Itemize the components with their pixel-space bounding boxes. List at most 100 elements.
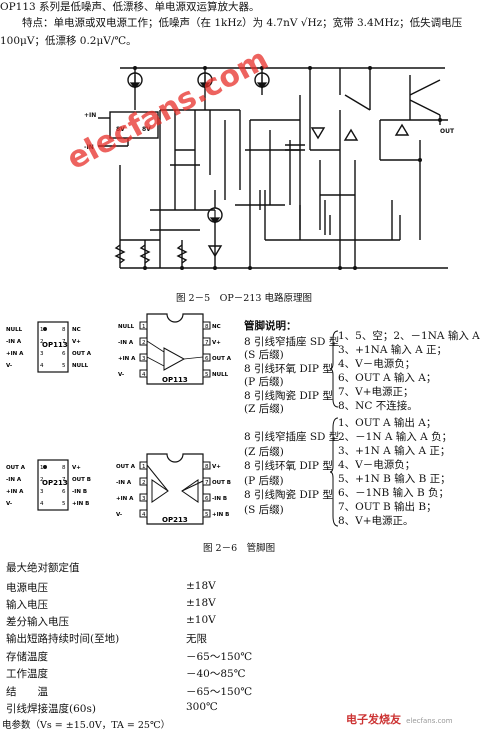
rating-name-2: 输入电压: [6, 599, 48, 611]
op213-pin-desc-1: 1、OUT A 输出 A；: [338, 417, 437, 429]
rating-name-4: 输出短路持续时间(至地): [6, 633, 120, 645]
op113-dip-pin7: V+: [212, 340, 221, 346]
logo-text: 电子发烧友: [346, 713, 401, 726]
svg-text:5: 5: [205, 372, 209, 378]
op113-dip-name: OP113: [162, 376, 188, 384]
op213-so-pin1: OUT A: [6, 465, 26, 471]
rating-value-4: 无限: [186, 633, 207, 645]
op113-pin-desc-4: 6、OUT A 输入 A；: [338, 372, 437, 384]
svg-text:7: 7: [205, 480, 209, 486]
op213-pin-desc-6: 6、－1NB 输入 B 负；: [338, 487, 449, 499]
svg-text:2: 2: [40, 339, 44, 345]
electrical-params-heading: 电参数（Vs = ±15.0V，TA = 25℃）: [2, 720, 171, 731]
svg-text:3: 3: [142, 356, 146, 362]
svg-text:6: 6: [205, 356, 209, 362]
svg-text:6: 6: [62, 351, 66, 357]
elecfans-logo: 电子发烧友 elecfans.com: [346, 708, 478, 730]
label-8v-a: 8V: [116, 126, 125, 133]
rating-name-1: 电源电压: [6, 582, 48, 594]
intro-line-2: 特点：单电源或双电源工作；低噪声（在 1kHz）为 4.7nV √Hz；宽带 3…: [22, 17, 463, 29]
svg-text:7: 7: [62, 477, 66, 483]
figure-2-6-caption: 图 2－6 管脚图: [203, 543, 276, 554]
svg-text:3: 3: [40, 351, 44, 357]
logo-sub: elecfans.com: [406, 717, 453, 725]
intro-line-1: OP113 系列是低噪声、低漂移、单电源双运算放大器。: [0, 1, 260, 13]
op213-pin-desc-4: 4、V－电源负；: [338, 459, 416, 471]
rating-value-3: ±10V: [186, 614, 216, 626]
svg-text:6: 6: [205, 496, 209, 502]
svg-text:4: 4: [142, 512, 146, 518]
op113-so-pin3: +IN A: [6, 351, 24, 357]
svg-text:3: 3: [40, 489, 44, 495]
op213-so-pin6: -IN B: [72, 489, 87, 495]
svg-text:6: 6: [62, 489, 66, 495]
op113-pin-desc-1: 1、5、空；2、－1NA 输入 A 负；: [338, 330, 481, 342]
op213-so-pin7: OUT B: [72, 477, 91, 483]
op113-dip-pin1: NULL: [118, 324, 135, 330]
svg-text:5: 5: [62, 363, 66, 369]
svg-text:5: 5: [205, 512, 209, 518]
op213-pkg-4: (P 后缀): [244, 475, 284, 487]
rating-value-7: －65～150℃: [186, 686, 253, 698]
intro-line-3: 100μV；低漂移 0.2μV/℃。: [0, 35, 137, 47]
op213-so-pin3: +IN A: [6, 489, 24, 495]
op213-dip-pin5: +IN B: [212, 512, 229, 518]
svg-text:2: 2: [142, 340, 146, 346]
svg-text:4: 4: [142, 372, 146, 378]
op113-so-pin2: -IN A: [6, 339, 22, 345]
svg-text:1: 1: [142, 464, 146, 470]
op213-so-pin8: V+: [72, 465, 81, 471]
svg-text:2: 2: [142, 480, 146, 486]
ratings-title: 最大绝对额定值: [6, 562, 80, 574]
svg-text:1: 1: [142, 324, 146, 330]
rating-value-1: ±18V: [186, 580, 216, 592]
op113-pkg-5: 8 引线陶瓷 DIP 型: [244, 390, 333, 402]
op213-pkg-1: 8 引线窄插座 SD 型: [244, 431, 340, 443]
op213-dip-name: OP213: [162, 516, 188, 524]
figure-2-5-caption: 图 2－5 OP－213 电路原理图: [176, 293, 312, 304]
op213-pkg-6: (S 后缀): [244, 504, 284, 516]
svg-text:7: 7: [62, 339, 66, 345]
watermark-elecfans: elecfans.com: [61, 42, 274, 177]
op213-so-pin5: +IN B: [72, 501, 89, 507]
op113-pkg-4: (P 后缀): [244, 376, 284, 388]
op213-dip-pin7: OUT B: [212, 480, 231, 486]
svg-text:1: 1: [40, 327, 44, 333]
op113-pkg-2: (S 后缀): [244, 349, 284, 361]
op213-pkg-2: (Z 后缀): [244, 446, 284, 458]
op113-pkg-1: 8 引线窄插座 SD 型: [244, 336, 340, 348]
rating-name-7: 结 温: [6, 686, 48, 698]
op213-dip-pin6: -IN B: [212, 496, 227, 502]
op213-pin-desc-8: 8、V+电源正。: [338, 515, 414, 527]
op213-dip-pin3: +IN A: [116, 496, 134, 502]
op113-so-pin8: NC: [72, 327, 81, 333]
op113-dip-pin3: +IN A: [118, 356, 136, 362]
svg-text:3: 3: [142, 496, 146, 502]
op113-so-name: OP113: [42, 341, 68, 349]
op213-brace: [329, 417, 339, 527]
svg-text:8: 8: [205, 464, 209, 470]
op213-pin-desc-2: 2、－1N A 输入 A 负；: [338, 431, 453, 443]
svg-text:4: 4: [40, 501, 44, 507]
label-in-minus: -IN: [84, 144, 94, 151]
op213-dip-pin2: -IN A: [116, 480, 132, 486]
op213-dip-pin8: V+: [212, 464, 221, 470]
op113-pin-desc-6: 8、NC 不连接。: [338, 400, 418, 412]
rating-value-5: －65～150℃: [186, 651, 253, 663]
op213-dip-pin1: OUT A: [116, 464, 136, 470]
svg-text:8: 8: [62, 465, 66, 471]
rating-name-5: 存储温度: [6, 651, 48, 663]
rating-name-6: 工作温度: [6, 668, 48, 680]
rating-name-3: 差分输入电压: [6, 616, 69, 628]
circuit-schematic: +IN -IN OUT 8V 8V elecfans.com: [61, 42, 455, 270]
op113-pin-desc-3: 4、V－电源负；: [338, 358, 416, 370]
op113-so-pin6: OUT A: [72, 351, 92, 357]
svg-text:5: 5: [62, 501, 66, 507]
op213-pin-desc-7: 7、OUT B 输出 B；: [338, 501, 437, 513]
label-in-plus: +IN: [84, 112, 96, 119]
op113-pin-desc-2: 3、+1NA 输入 A 正；: [338, 344, 448, 356]
